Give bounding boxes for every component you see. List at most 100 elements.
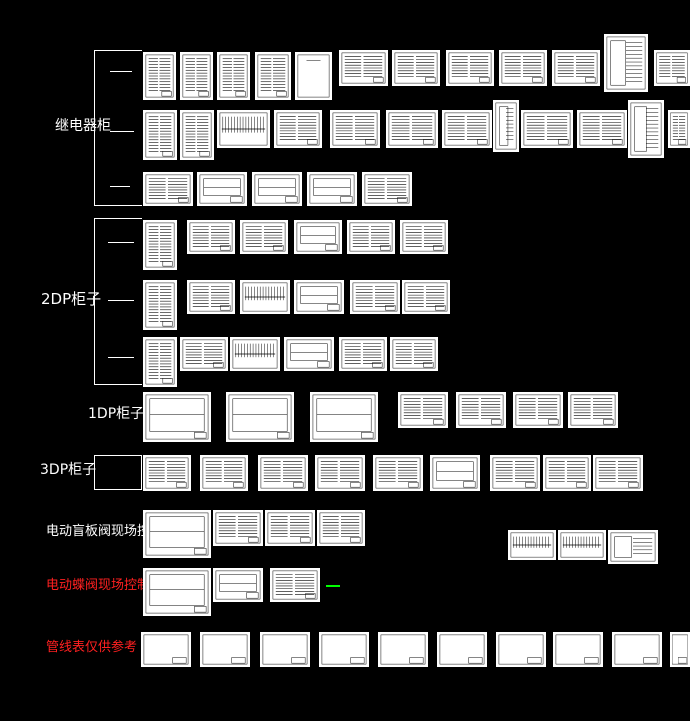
sheet-drawing	[228, 394, 292, 440]
drawing-sheet-thumbnail[interactable]	[373, 455, 423, 491]
drawing-sheet-thumbnail[interactable]	[307, 172, 357, 206]
drawing-sheet-thumbnail[interactable]	[295, 52, 332, 100]
drawing-sheet-thumbnail[interactable]	[442, 110, 492, 148]
drawing-sheet-thumbnail[interactable]	[668, 110, 690, 148]
sheet-drawing	[143, 634, 189, 665]
drawing-sheet-thumbnail[interactable]	[213, 568, 263, 602]
drawing-sheet-thumbnail[interactable]	[552, 50, 600, 86]
drawing-sheet-thumbnail[interactable]	[330, 110, 380, 148]
drawing-sheet-thumbnail[interactable]	[294, 220, 342, 254]
drawing-sheet-thumbnail[interactable]	[294, 280, 344, 314]
drawing-sheet-thumbnail[interactable]	[180, 110, 214, 160]
drawing-sheet-thumbnail[interactable]	[143, 337, 177, 387]
drawing-sheet-thumbnail[interactable]	[143, 220, 177, 270]
drawing-sheet-thumbnail[interactable]	[200, 455, 248, 491]
drawing-sheet-thumbnail[interactable]	[260, 632, 310, 667]
drawing-sheet-thumbnail[interactable]	[378, 632, 428, 667]
drawing-sheet-thumbnail[interactable]	[143, 280, 177, 330]
drawing-sheet-thumbnail[interactable]	[347, 220, 395, 254]
sheet-drawing	[432, 457, 478, 489]
sheet-drawing	[670, 112, 688, 146]
drawing-sheet-thumbnail[interactable]	[143, 510, 211, 558]
drawing-sheet-thumbnail[interactable]	[319, 632, 369, 667]
drawing-sheet-thumbnail[interactable]	[654, 50, 690, 86]
drawing-sheet-thumbnail[interactable]	[553, 632, 603, 667]
drawing-sheet-thumbnail[interactable]	[543, 455, 591, 491]
drawing-sheet-thumbnail[interactable]	[670, 632, 690, 667]
drawing-sheet-thumbnail[interactable]	[143, 455, 191, 491]
drawing-sheet-thumbnail[interactable]	[392, 50, 440, 86]
drawing-sheet-thumbnail[interactable]	[386, 110, 438, 148]
drawing-sheet-thumbnail[interactable]	[430, 455, 480, 491]
drawing-sheet-thumbnail[interactable]	[187, 280, 235, 314]
drawing-sheet-thumbnail[interactable]	[240, 220, 288, 254]
sheet-drawing	[202, 457, 246, 489]
sheet-drawing	[254, 174, 300, 204]
drawing-sheet-thumbnail[interactable]	[255, 52, 291, 100]
drawing-sheet-thumbnail[interactable]	[577, 110, 627, 148]
drawing-sheet-thumbnail[interactable]	[608, 530, 658, 564]
sheet-drawing	[392, 339, 436, 369]
drawing-sheet-thumbnail[interactable]	[213, 510, 263, 546]
drawing-sheet-thumbnail[interactable]	[143, 172, 193, 206]
drawing-sheet-thumbnail[interactable]	[339, 337, 387, 371]
drawing-sheet-thumbnail[interactable]	[226, 392, 294, 442]
drawing-sheet-thumbnail[interactable]	[284, 337, 334, 371]
sheet-drawing	[614, 634, 660, 665]
drawing-sheet-thumbnail[interactable]	[402, 280, 450, 314]
drawing-sheet-thumbnail[interactable]	[446, 50, 494, 86]
drawing-sheet-thumbnail[interactable]	[180, 52, 213, 100]
drawing-sheet-thumbnail[interactable]	[400, 220, 448, 254]
drawing-sheet-thumbnail[interactable]	[558, 530, 606, 560]
sheet-drawing	[492, 457, 538, 489]
drawing-sheet-thumbnail[interactable]	[604, 34, 648, 92]
sheet-drawing	[145, 570, 209, 614]
drawing-sheet-thumbnail[interactable]	[217, 110, 270, 148]
drawing-sheet-thumbnail[interactable]	[612, 632, 662, 667]
drawing-sheet-thumbnail[interactable]	[493, 100, 519, 152]
drawing-sheet-thumbnail[interactable]	[230, 337, 280, 371]
sheet-drawing	[215, 512, 261, 544]
drawing-sheet-thumbnail[interactable]	[496, 632, 546, 667]
drawing-sheet-thumbnail[interactable]	[490, 455, 540, 491]
drawing-sheet-thumbnail[interactable]	[499, 50, 547, 86]
drawing-sheet-thumbnail[interactable]	[197, 172, 247, 206]
drawing-sheet-thumbnail[interactable]	[521, 110, 573, 148]
drawing-sheet-thumbnail[interactable]	[315, 455, 365, 491]
drawing-sheet-thumbnail[interactable]	[568, 392, 618, 428]
drawing-sheet-thumbnail[interactable]	[362, 172, 412, 206]
drawing-sheet-thumbnail[interactable]	[350, 280, 400, 314]
drawing-sheet-thumbnail[interactable]	[258, 455, 308, 491]
drawing-sheet-thumbnail[interactable]	[265, 510, 315, 546]
drawing-sheet-thumbnail[interactable]	[317, 510, 365, 546]
drawing-sheet-thumbnail[interactable]	[141, 632, 191, 667]
drawing-sheet-thumbnail[interactable]	[437, 632, 487, 667]
drawing-sheet-thumbnail[interactable]	[143, 568, 211, 616]
drawing-sheet-thumbnail[interactable]	[187, 220, 235, 254]
drawing-sheet-thumbnail[interactable]	[508, 530, 556, 560]
drawing-sheet-thumbnail[interactable]	[143, 392, 211, 442]
drawing-sheet-thumbnail[interactable]	[390, 337, 438, 371]
drawing-sheet-thumbnail[interactable]	[252, 172, 302, 206]
sheet-drawing	[672, 634, 688, 665]
relay-cabinet-bracket	[94, 50, 142, 206]
drawing-sheet-thumbnail[interactable]	[180, 337, 228, 371]
sheet-drawing	[145, 394, 209, 440]
drawing-sheet-thumbnail[interactable]	[310, 392, 378, 442]
drawing-sheet-thumbnail[interactable]	[339, 50, 388, 86]
drawing-sheet-thumbnail[interactable]	[200, 632, 250, 667]
drawing-sheet-thumbnail[interactable]	[217, 52, 250, 100]
drawing-sheet-thumbnail[interactable]	[628, 100, 664, 158]
sheet-drawing	[272, 570, 318, 600]
drawing-sheet-thumbnail[interactable]	[398, 392, 448, 428]
drawing-sheet-thumbnail[interactable]	[456, 392, 506, 428]
drawing-sheet-thumbnail[interactable]	[274, 110, 322, 148]
drawing-sheet-thumbnail[interactable]	[270, 568, 320, 602]
drawing-sheet-thumbnail[interactable]	[143, 52, 176, 100]
label-2dp-cabinet: 2DP柜子	[41, 290, 102, 308]
drawing-sheet-thumbnail[interactable]	[240, 280, 290, 314]
drawing-sheet-thumbnail[interactable]	[143, 110, 177, 160]
drawing-sheet-thumbnail[interactable]	[593, 455, 643, 491]
drawing-sheet-thumbnail[interactable]	[513, 392, 563, 428]
